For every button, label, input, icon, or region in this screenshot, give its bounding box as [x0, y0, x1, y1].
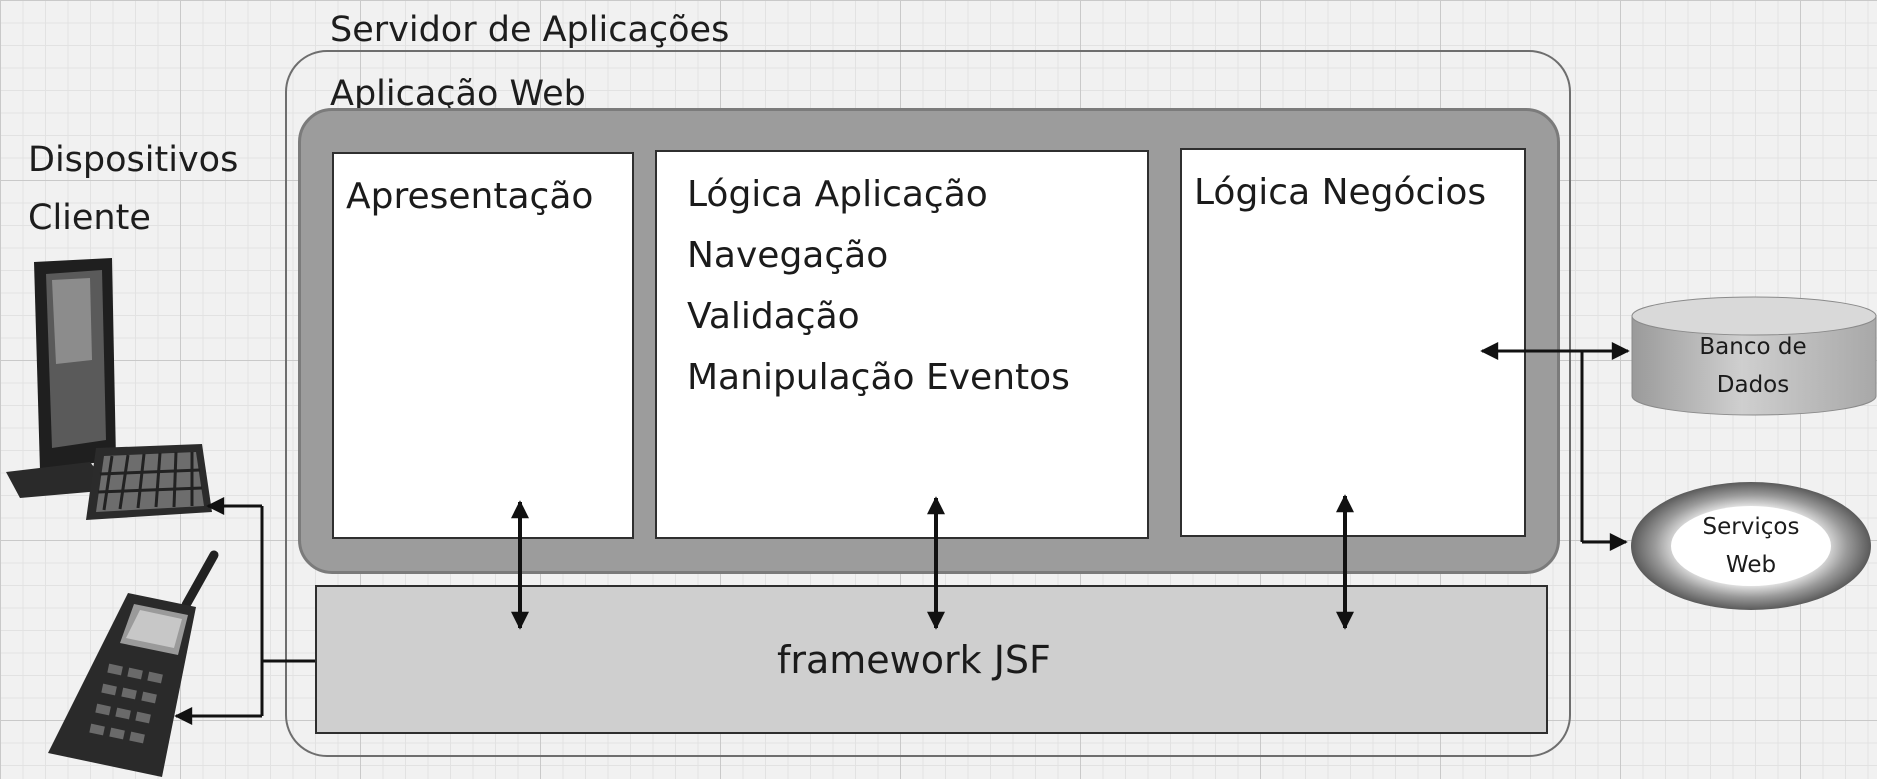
app-logic-line-2: Navegação — [687, 235, 889, 276]
database-label-line1: Banco de — [1699, 334, 1807, 360]
framework-label: framework JSF — [777, 638, 1051, 682]
application-server-box — [285, 50, 1571, 757]
presentation-title: Apresentação — [346, 176, 594, 217]
app-logic-line-3: Validação — [687, 296, 860, 337]
database-label-line2: Dados — [1716, 372, 1790, 398]
web-services-label-line2: Web — [1725, 552, 1777, 578]
business-external-connector — [1480, 342, 1630, 551]
app-logic-panel: Lógica Aplicação Navegação Validação Man… — [655, 150, 1149, 539]
mobile-phone-icon — [48, 550, 219, 777]
clients-label-line1: Dispositivos — [28, 140, 239, 180]
business-logic-title: Lógica Negócios — [1194, 172, 1487, 213]
presentation-panel: Apresentação — [332, 152, 634, 539]
web-services-cloud-icon — [1631, 482, 1871, 610]
clients-label-line2: Cliente — [28, 198, 151, 238]
webapp-title: Aplicação Web — [330, 74, 586, 114]
web-services-label-line1: Serviços — [1702, 514, 1800, 540]
database-cylinder-icon — [1631, 296, 1877, 416]
server-title: Servidor de Aplicações — [330, 10, 730, 50]
client-connector — [174, 497, 315, 725]
app-logic-line-1: Lógica Aplicação — [687, 174, 988, 215]
app-logic-line-4: Manipulação Eventos — [687, 357, 1070, 398]
desktop-computer-icon — [6, 258, 212, 520]
